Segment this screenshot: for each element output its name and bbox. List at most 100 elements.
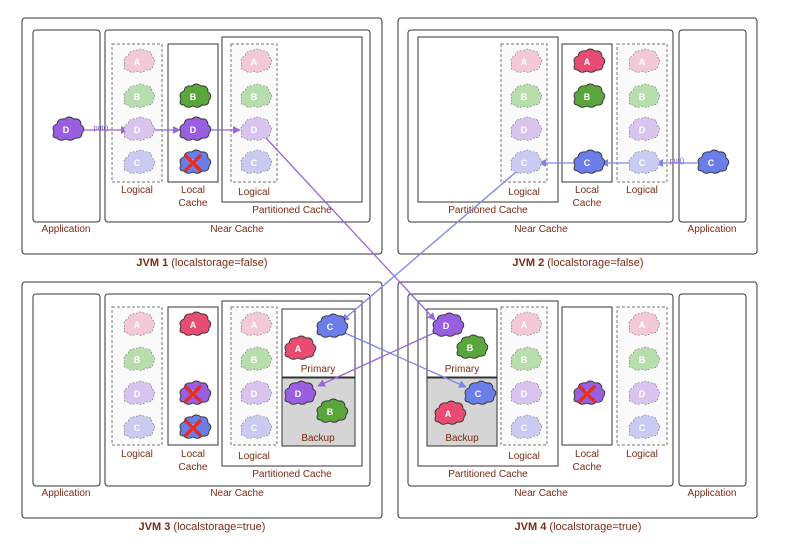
jvm1-partitioned-cache-label: Partitioned Cache <box>252 205 332 216</box>
jvm4-local-cache-label-1: Local <box>575 449 599 460</box>
jvm1-local-entry-b-label: B <box>190 92 197 102</box>
jvm3-local-entry-c-invalidated: C <box>179 414 212 439</box>
jvm2-logical-entry-c-label: C <box>639 158 646 168</box>
jvm3-to-jvm4-backup-arrow <box>344 332 467 388</box>
jvm4-logical-entry-c-label: C <box>639 423 646 433</box>
jvm4-backup-entry-c-label: C <box>475 389 482 399</box>
jvm2-logical-entry-a: A <box>628 48 661 73</box>
jvm3-logical-entry-b-label: B <box>134 355 141 365</box>
jvm2-partition-entry-a: A <box>510 48 543 73</box>
jvm1-application-label: Application <box>42 224 91 235</box>
jvm2-logical-label: Logical <box>626 185 658 196</box>
jvm1-logical-entry-a: A <box>123 48 156 73</box>
jvm4-partition-entry-d: D <box>510 380 543 405</box>
jvm1-local-entry-d-label: D <box>190 125 197 135</box>
jvm4-logical-entry-a: A <box>628 311 661 336</box>
jvm4-partition-logical-label: Logical <box>508 451 540 462</box>
jvm2-application-box <box>678 29 747 223</box>
jvm4-backup-label: Backup <box>445 433 479 444</box>
jvm3-local-entry-d-invalidated: D <box>179 380 212 405</box>
jvm2-panel: Near Cache Partitioned Cache Logical Loc… <box>397 17 758 269</box>
jvm2-local-entry-a-label: A <box>584 57 591 67</box>
jvm4-logical-entry-b-label: B <box>639 355 646 365</box>
jvm4-primary-entry-d: D <box>432 312 465 337</box>
jvm2-local-cache-label-2: Cache <box>573 198 602 209</box>
jvm3-backup-entry-b: B <box>316 398 349 423</box>
cache-entries: DABDCBDCABDCABDCABCABDCCABDCADCABDCCADBD… <box>52 48 730 439</box>
jvm1-title: JVM 1 (localstorage=false) <box>136 257 267 269</box>
jvm1-partition-entry-a-label: A <box>251 57 258 67</box>
jvm3-backup-label: Backup <box>301 433 335 444</box>
jvm4-logical-label: Logical <box>626 449 658 460</box>
jvm2-partition-entry-d: D <box>510 116 543 141</box>
jvm1-panel: Application Near Cache Logical Local Cac… <box>21 17 383 269</box>
jvm3-primary-entry-a: A <box>284 335 317 360</box>
jvm3-partition-entry-d-label: D <box>251 389 258 399</box>
jvm2-partition-entry-b: B <box>510 83 543 108</box>
flow-arrows: put() put() <box>80 125 697 388</box>
jvm3-partitioned-cache-label: Partitioned Cache <box>252 469 332 480</box>
jvm4-partition-entry-b: B <box>510 346 543 371</box>
invalidated-x-icon <box>184 154 202 172</box>
jvm3-local-cache-label-2: Cache <box>179 462 208 473</box>
jvm2-local-entry-b-label: B <box>584 92 591 102</box>
jvm4-title: JVM 4 (localstorage=true) <box>515 521 642 533</box>
jvm2-app-entry-c: C <box>697 149 730 174</box>
jvm1-logical-entry-a-label: A <box>134 57 141 67</box>
jvm4-primary-label: Primary <box>445 364 479 375</box>
jvm2-local-cache-label-1: Local <box>575 185 599 196</box>
jvm2-logical-entry-c: C <box>628 149 661 174</box>
jvm4-partition-entry-b-label: B <box>521 355 528 365</box>
jvm4-to-jvm3-backup-arrow <box>317 332 435 387</box>
jvm1-partition-entry-b-label: B <box>251 92 258 102</box>
jvm1-logical-entry-b-label: B <box>134 92 141 102</box>
jvm2-near-cache-label: Near Cache <box>514 224 568 235</box>
jvm3-partition-entry-b-label: B <box>251 355 258 365</box>
jvm1-partition-entry-c-label: C <box>251 158 258 168</box>
jvm1-app-entry-d-label: D <box>63 125 70 135</box>
jvm1-logical-entry-c-label: C <box>134 158 141 168</box>
jvm2-partition-entry-d-label: D <box>521 125 528 135</box>
jvm3-logical-entry-a: A <box>123 311 156 336</box>
jvm1-logical-entry-c: C <box>123 149 156 174</box>
jvm3-partition-logical-label: Logical <box>238 451 270 462</box>
invalidated-x-icon <box>578 385 596 403</box>
jvm2-logical-entry-b: B <box>628 83 661 108</box>
jvm4-logical-entry-d: D <box>628 380 661 405</box>
jvm2-partition-entry-c: C <box>510 149 543 174</box>
jvm3-primary-entry-c: C <box>316 313 349 338</box>
jvm3-primary-label: Primary <box>301 364 335 375</box>
jvm1-partition-entry-a: A <box>240 48 273 73</box>
jvm1-logical-entry-d-label: D <box>134 125 141 135</box>
jvm1-local-entry-b: B <box>179 83 212 108</box>
jvm2-title: JVM 2 (localstorage=false) <box>512 257 643 269</box>
jvm3-logical-entry-a-label: A <box>134 320 141 330</box>
jvm4-near-cache-label: Near Cache <box>514 488 568 499</box>
jvm1-partition-logical-label: Logical <box>238 187 270 198</box>
jvm2-local-entry-a: A <box>573 48 606 73</box>
jvm3-near-cache-label: Near Cache <box>210 488 264 499</box>
jvm3-partition-entry-a-label: A <box>251 320 258 330</box>
jvm3-logical-entry-d-label: D <box>134 389 141 399</box>
jvm4-partitioned-cache-label: Partitioned Cache <box>448 469 528 480</box>
jvm4-primary-entry-b: B <box>456 334 489 359</box>
jvm4-logical-entry-b: B <box>628 346 661 371</box>
jvm1-partition-entry-d-label: D <box>251 125 258 135</box>
jvm2-local-entry-b: B <box>573 83 606 108</box>
jvm2-partition-entry-c-label: C <box>521 158 528 168</box>
jvm4-partition-entry-d-label: D <box>521 389 528 399</box>
jvm3-backup-entry-d: D <box>284 380 317 405</box>
jvm1-logical-entry-d: D <box>123 116 156 141</box>
jvm3-local-entry-a-label: A <box>190 320 197 330</box>
jvm4-backup-entry-a: A <box>434 400 467 425</box>
jvm4-local-cache-box <box>561 306 613 446</box>
jvm3-partition-entry-c-label: C <box>251 423 258 433</box>
jvm1-app-entry-d: D <box>52 116 85 141</box>
jvm3-backup-entry-d-label: D <box>295 389 302 399</box>
jvm4-logical-entry-d-label: D <box>639 389 646 399</box>
jvm2-partitioned-cache-label: Partitioned Cache <box>448 205 528 216</box>
jvm1-local-entry-d: D <box>179 116 212 141</box>
jvm3-partition-entry-b: B <box>240 346 273 371</box>
jvm2-partition-entry-a-label: A <box>521 57 528 67</box>
